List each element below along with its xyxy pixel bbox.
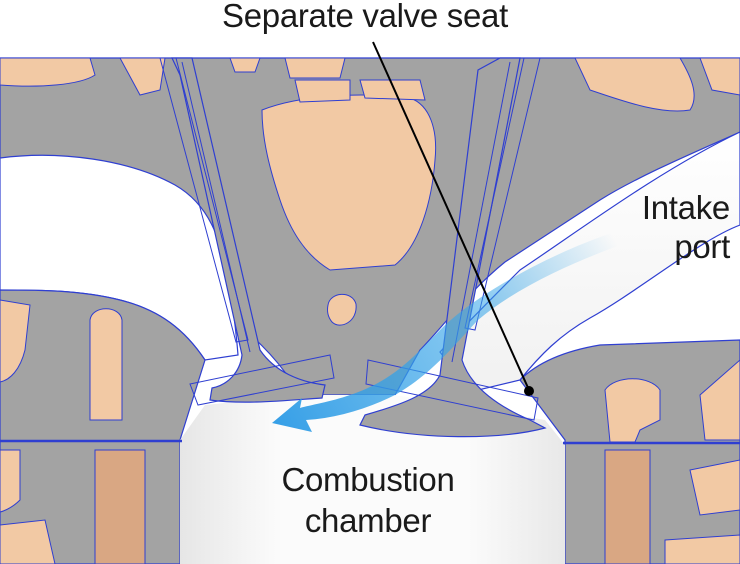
valve-seat-pointer-dot — [524, 386, 534, 396]
intake-port-label-line1: Intake — [641, 189, 730, 226]
intake-airflow-arrow — [272, 233, 620, 432]
valve-seat-leader-line — [372, 41, 530, 391]
combustion-chamber-label-line2: chamber — [304, 502, 432, 539]
coolant-jackets — [0, 57, 740, 564]
separate-valve-seat-label: Separate valve seat — [222, 0, 508, 34]
cylinder-block-left — [0, 289, 206, 564]
exhaust-valve-guide — [159, 57, 249, 343]
exhaust-valve-seat — [189, 354, 335, 406]
intake-valve-guide — [464, 57, 541, 331]
intake-valve-seat — [365, 359, 539, 421]
intake-port-label-line2: port — [674, 228, 730, 265]
combustion-chamber — [180, 395, 565, 564]
combustion-chamber-label-line1: Combustion — [281, 461, 455, 498]
